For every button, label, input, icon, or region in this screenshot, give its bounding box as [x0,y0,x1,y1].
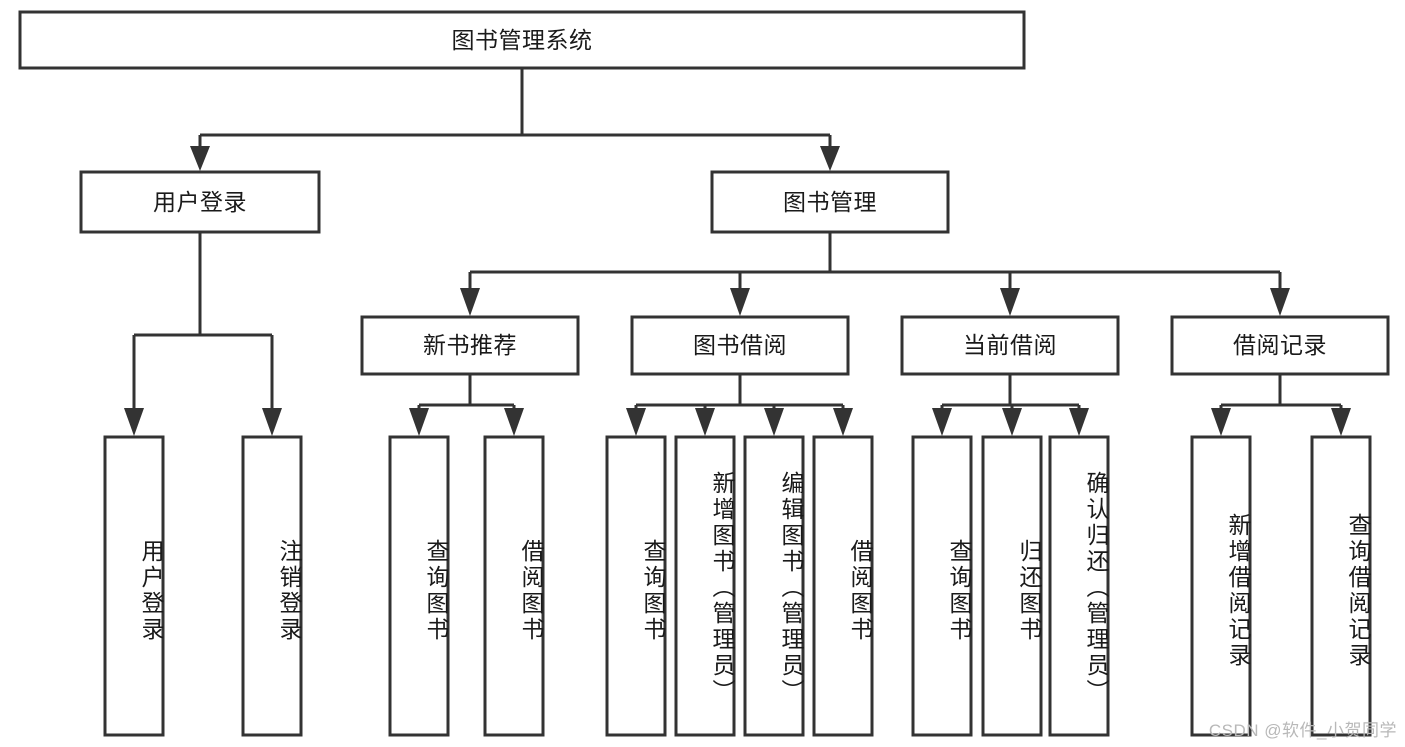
arrow-head-leaf-add-book [695,408,715,436]
node-box-book-manage[interactable] [710,170,950,234]
node-box-leaf-user-login[interactable] [103,435,165,737]
arrow-head-leaf-query-book-2 [626,408,646,436]
arrow-head-current-borrow [1000,288,1020,316]
arrow-head-leaf-user-logout [262,408,282,436]
arrow-head-leaf-add-record [1211,408,1231,436]
arrow-head-leaf-query-book-3 [932,408,952,436]
node-box-user-login[interactable] [79,170,321,234]
node-box-root[interactable] [18,10,1026,70]
node-box-new-book-rec[interactable] [360,315,580,376]
node-box-leaf-query-book-1[interactable] [388,435,450,737]
arrow-head-leaf-return-book [1002,408,1022,436]
node-box-leaf-add-record[interactable] [1190,435,1252,737]
arrow-head-leaf-borrow-book-1 [504,408,524,436]
arrow-head-user-login [190,146,210,171]
node-box-book-borrow[interactable] [630,315,850,376]
arrow-head-leaf-edit-book [764,408,784,436]
arrow-head-leaf-query-book-1 [409,408,429,436]
node-box-leaf-add-book[interactable] [674,435,736,737]
node-box-current-borrow[interactable] [900,315,1120,376]
node-box-leaf-borrow-book-1[interactable] [483,435,545,737]
arrow-head-leaf-user-login [124,408,144,436]
node-box-leaf-confirm-return[interactable] [1048,435,1110,737]
arrow-head-new-book-rec [460,288,480,316]
node-box-leaf-query-book-2[interactable] [605,435,667,737]
arrow-head-book-borrow [730,288,750,316]
node-box-leaf-borrow-book-2[interactable] [812,435,874,737]
node-box-leaf-edit-book[interactable] [743,435,805,737]
arrow-head-leaf-confirm-return [1069,408,1089,436]
node-box-borrow-record[interactable] [1170,315,1390,376]
node-box-leaf-query-book-3[interactable] [911,435,973,737]
node-box-leaf-user-logout[interactable] [241,435,303,737]
arrow-head-book-manage [820,146,840,171]
arrow-head-leaf-borrow-book-2 [833,408,853,436]
arrow-head-leaf-query-record [1331,408,1351,436]
arrow-head-borrow-record [1270,288,1290,316]
node-box-leaf-return-book[interactable] [981,435,1043,737]
node-box-leaf-query-record[interactable] [1310,435,1372,737]
csdn-watermark: CSDN @软件_小贺同学 [1208,721,1397,740]
